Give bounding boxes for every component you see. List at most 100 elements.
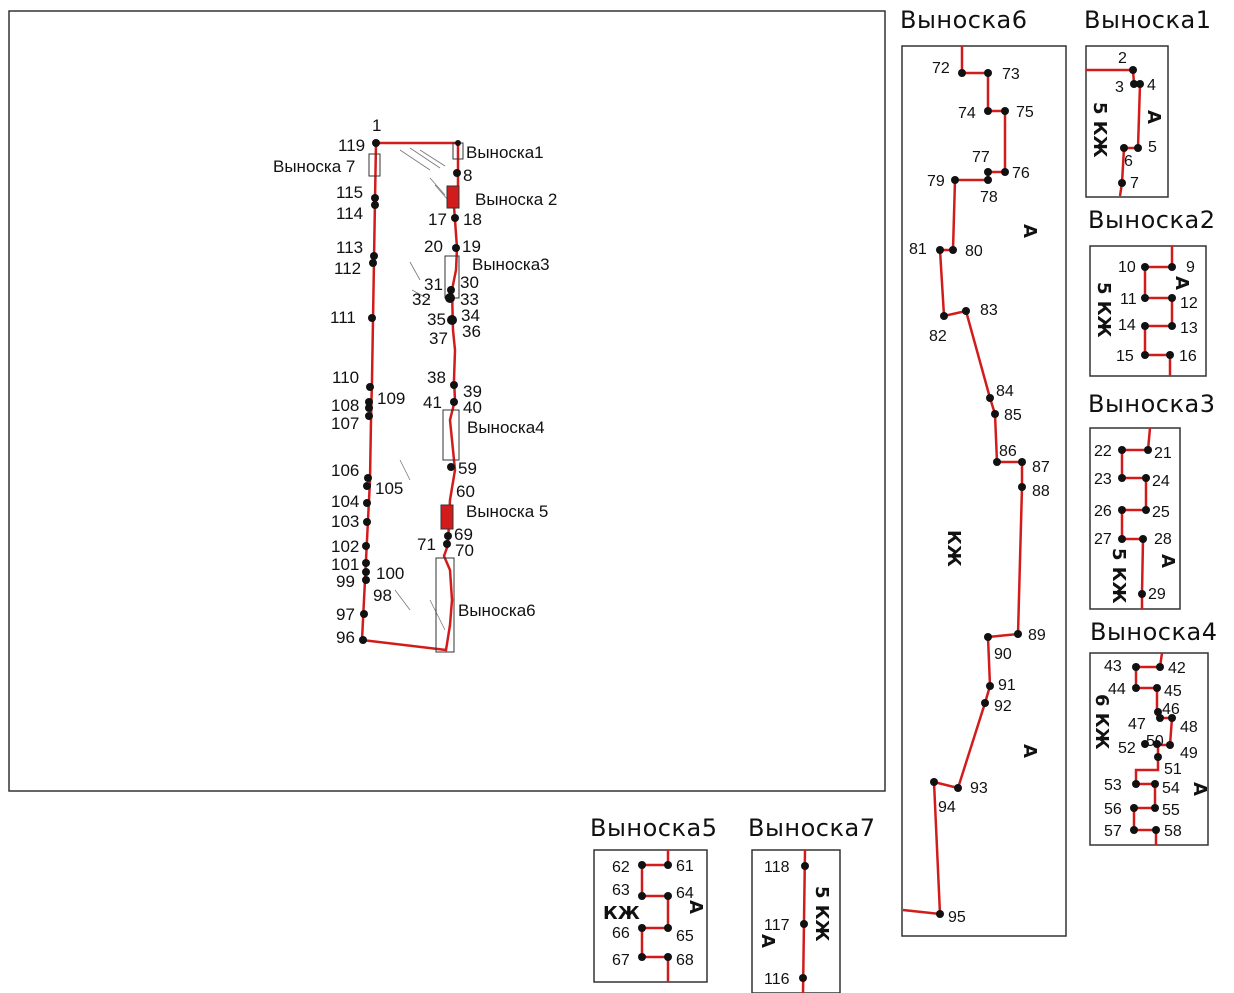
point-label: 78 bbox=[980, 189, 998, 206]
point-label: 58 bbox=[1164, 823, 1182, 840]
inset-points bbox=[1118, 66, 1144, 187]
point-label: 27 bbox=[1094, 531, 1112, 548]
point-label: 1 bbox=[372, 116, 381, 135]
point-label: 54 bbox=[1162, 780, 1180, 797]
zone-label-kzh5: 5 КЖ bbox=[1093, 282, 1114, 338]
point-label: 97 bbox=[336, 605, 355, 624]
point-label: 22 bbox=[1094, 443, 1112, 460]
callout-box-5 bbox=[440, 504, 454, 530]
point-label: 18 bbox=[463, 210, 482, 229]
point-label: 46 bbox=[1162, 701, 1180, 718]
point-label: 107 bbox=[331, 414, 359, 433]
point-label: 28 bbox=[1154, 531, 1172, 548]
point-label: 33 bbox=[460, 290, 479, 309]
zone-label-kzh5: 5 КЖ bbox=[1108, 548, 1129, 604]
point-label: 63 bbox=[612, 882, 630, 899]
point-label: 65 bbox=[676, 928, 694, 945]
callout-box-6 bbox=[435, 557, 455, 653]
point-label: 3 bbox=[1115, 79, 1124, 96]
point-label: 109 bbox=[377, 389, 405, 408]
inset-points bbox=[799, 862, 809, 982]
inset-points bbox=[638, 861, 672, 961]
point-label: 90 bbox=[994, 646, 1012, 663]
point-label: 95 bbox=[948, 909, 966, 926]
point-label: 79 bbox=[927, 173, 945, 190]
hatching bbox=[394, 147, 449, 631]
point-label: 99 bbox=[336, 572, 355, 591]
point-label: 86 bbox=[999, 443, 1017, 460]
callout-label-6: Выноска6 bbox=[458, 601, 536, 620]
point-label: 111 bbox=[330, 308, 356, 327]
point-label: 80 bbox=[965, 243, 983, 260]
inset-points bbox=[1118, 446, 1152, 598]
point-label: 62 bbox=[612, 859, 630, 876]
inset-title: Выноска7 bbox=[748, 814, 875, 842]
point-label: 102 bbox=[331, 537, 359, 556]
point-label: 77 bbox=[972, 149, 990, 166]
inset-v2: Выноска2 10 9 11 12 14 13 15 16 5 КЖ А bbox=[1088, 206, 1215, 377]
point-label: 38 bbox=[427, 368, 446, 387]
callout-label-5: Выноска 5 bbox=[466, 502, 548, 521]
point-label: 24 bbox=[1152, 473, 1170, 490]
point-label: 35 bbox=[427, 310, 446, 329]
point-label: 91 bbox=[998, 677, 1016, 694]
point-label: 82 bbox=[929, 328, 947, 345]
callout-label-3: Выноска3 bbox=[472, 255, 550, 274]
point-label: 84 bbox=[996, 383, 1014, 400]
main-plan: 1 119 115 114 113 112 111 110 109 108 10… bbox=[8, 10, 886, 792]
point-label: 36 bbox=[462, 322, 481, 341]
zone-label-kzh: КЖ bbox=[943, 530, 964, 567]
point-label: 117 bbox=[764, 917, 790, 934]
point-label: 23 bbox=[1094, 471, 1112, 488]
point-label: 56 bbox=[1104, 801, 1122, 818]
point-label: 115 bbox=[336, 183, 363, 202]
point-label: 73 bbox=[1002, 66, 1020, 83]
point-label: 53 bbox=[1104, 777, 1122, 794]
inset-title: Выноска3 bbox=[1088, 390, 1215, 418]
inset-v5: Выноска5 62 61 63 64 66 65 67 68 КЖ А bbox=[590, 814, 717, 983]
point-label: 92 bbox=[994, 698, 1012, 715]
point-label: 6 bbox=[1124, 153, 1133, 170]
zone-label-kzh6: 6 КЖ bbox=[1091, 694, 1112, 750]
point-label: 12 bbox=[1180, 295, 1198, 312]
point-label: 29 bbox=[1148, 586, 1166, 603]
point-label: 40 bbox=[463, 398, 482, 417]
callout-label-4: Выноска4 bbox=[467, 418, 545, 437]
point-label: 75 bbox=[1016, 104, 1034, 121]
point-label: 31 bbox=[424, 275, 443, 294]
point-label: 9 bbox=[1186, 259, 1195, 276]
point-label: 37 bbox=[429, 329, 448, 348]
point-label: 105 bbox=[375, 479, 403, 498]
point-label: 15 bbox=[1116, 348, 1134, 365]
inset-v6: Выноска6 72 73 74 75 77 76 79 78 81 80 bbox=[900, 6, 1067, 937]
point-label: 60 bbox=[456, 482, 475, 501]
point-label: 118 bbox=[764, 859, 790, 876]
point-label: 26 bbox=[1094, 503, 1112, 520]
inset-v3: Выноска3 22 21 23 24 26 25 27 28 29 5 КЖ… bbox=[1088, 390, 1215, 610]
inset-frame bbox=[751, 849, 841, 993]
point-label: 13 bbox=[1180, 320, 1198, 337]
point-label: 43 bbox=[1104, 658, 1122, 675]
point-label: 70 bbox=[455, 541, 474, 560]
point-label: 110 bbox=[332, 368, 359, 387]
point-label: 4 bbox=[1147, 77, 1156, 94]
inset-v7: Выноска7 118 117 116 5 КЖ А bbox=[748, 814, 875, 993]
inset-title: Выноска2 bbox=[1088, 206, 1215, 234]
inset-frame bbox=[1089, 652, 1209, 846]
main-points bbox=[359, 139, 461, 644]
point-label: 61 bbox=[676, 858, 694, 875]
point-label: 5 bbox=[1148, 139, 1157, 156]
inset-frame bbox=[901, 45, 1067, 937]
point-label: 21 bbox=[1154, 445, 1172, 462]
inset-frame bbox=[1089, 427, 1181, 610]
point-label: 42 bbox=[1168, 660, 1186, 677]
point-label: 51 bbox=[1164, 761, 1182, 778]
point-label: 39 bbox=[463, 382, 482, 401]
zone-label-kzh: КЖ bbox=[603, 903, 640, 924]
inset-title: Выноска6 bbox=[900, 6, 1027, 34]
inset-title: Выноска5 bbox=[590, 814, 717, 842]
main-plan-frame bbox=[8, 10, 886, 792]
point-label: 59 bbox=[458, 459, 477, 478]
callout-label-2: Выноска 2 bbox=[475, 190, 557, 209]
inset-boundary-line bbox=[640, 850, 670, 982]
